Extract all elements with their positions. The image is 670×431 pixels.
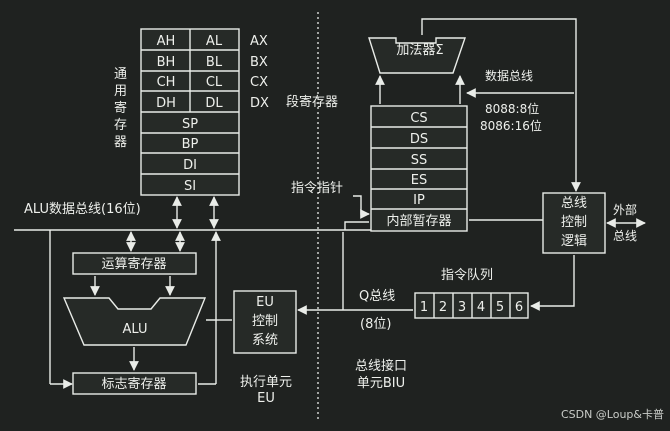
reg-bh: BH: [157, 55, 176, 70]
reg-ax: AX: [250, 34, 268, 49]
alu-result-to-bus: [206, 231, 221, 321]
q-bus-bits: (8位): [360, 317, 391, 332]
gr-label-char: 通: [114, 67, 127, 82]
reg-si: SI: [184, 179, 196, 194]
reg-bl: BL: [206, 55, 223, 70]
q-bus-label: Q总线: [359, 289, 395, 304]
segment-register-label: 段寄存器: [286, 94, 338, 110]
eu-control-line3: 系统: [252, 333, 278, 348]
gr-label-char: 存: [114, 118, 127, 133]
queue-cell: 6: [515, 300, 523, 315]
operand-register-label: 运算寄存器: [101, 256, 166, 272]
data-bus-label: 数据总线: [485, 68, 533, 83]
temp-register-label: 内部暂存器: [386, 213, 451, 229]
external-bus-line2: 总线: [613, 229, 637, 243]
eu-label-line1: 执行单元: [240, 375, 292, 390]
watermark: CSDN @Loup&卡普: [561, 407, 664, 421]
eu-control-line1: EU: [256, 295, 274, 310]
bus-width-8088: 8088:8位: [485, 101, 539, 116]
gr-label-char: 器: [114, 135, 127, 150]
queue-cell: 4: [477, 300, 485, 315]
temp-to-alu-bus: [344, 221, 369, 230]
alu-unit: [62, 297, 207, 346]
gr-label-char: 用: [114, 84, 127, 99]
general-register-label: 通 用 寄 存 器: [114, 67, 127, 150]
biu-label-line1: 总线接口: [355, 358, 407, 374]
reg-bp: BP: [182, 137, 199, 152]
alu-bus-label: ALU数据总线(16位): [24, 202, 141, 217]
adder-to-bus-control: [421, 18, 581, 192]
reg-ch: CH: [157, 75, 176, 90]
queue-label: 指令队列: [441, 268, 493, 283]
gr-label-char: 寄: [114, 100, 127, 116]
seg-ds: DS: [410, 132, 428, 147]
ip-label-pointer: [353, 195, 370, 219]
queue-cell: 5: [496, 300, 504, 315]
external-bus-line1: 外部: [613, 202, 637, 217]
seg-cs: CS: [410, 111, 427, 126]
reg-dh: DH: [156, 96, 176, 111]
bus-control-line3: 逻辑: [561, 234, 587, 249]
instruction-queue: 1 2 3 4 5 6: [414, 292, 529, 319]
operand-register-box: [72, 252, 197, 275]
queue-cell: 1: [420, 300, 428, 315]
reg-cl: CL: [206, 75, 223, 90]
bus-width-8086: 8086:16位: [480, 118, 542, 133]
instruction-pointer-label: 指令指针: [291, 181, 343, 196]
reg-cx: CX: [250, 75, 268, 90]
eu-label-line2: EU: [257, 391, 275, 406]
bus-control-to-queue: [530, 255, 575, 311]
seg-es: ES: [411, 173, 427, 188]
bus-control-line2: 控制: [561, 215, 587, 230]
adder-unit: [368, 37, 466, 74]
queue-cell: 3: [458, 300, 466, 315]
seg-ip: IP: [413, 193, 425, 208]
segment-register-file: CS DS SS ES IP 内部暂存器: [370, 105, 468, 232]
eu-control-line2: 控制: [252, 314, 278, 329]
bus-control-line1: 总线: [561, 196, 587, 211]
bus-control-box: [542, 192, 606, 254]
eu-control-box: [233, 290, 297, 354]
biu-label-line2: 单元BIU: [357, 376, 405, 391]
flags-register-label: 标志寄存器: [101, 376, 166, 392]
flags-register-box: [72, 372, 197, 395]
general-register-file: AH AL BH BL CH CL DH DL SP BP DI SI AX B…: [140, 28, 269, 196]
reg-al: AL: [206, 34, 223, 49]
reg-sp: SP: [182, 117, 198, 132]
adder-label: 加法器Σ: [396, 43, 443, 58]
reg-di: DI: [183, 158, 197, 173]
seg-ss: SS: [411, 153, 428, 168]
reg-dl: DL: [205, 96, 223, 111]
reg-ah: AH: [157, 34, 176, 49]
alu-label: ALU: [122, 322, 147, 337]
queue-cell: 2: [439, 300, 447, 315]
reg-dx: DX: [250, 96, 269, 111]
reg-bx: BX: [250, 55, 268, 70]
